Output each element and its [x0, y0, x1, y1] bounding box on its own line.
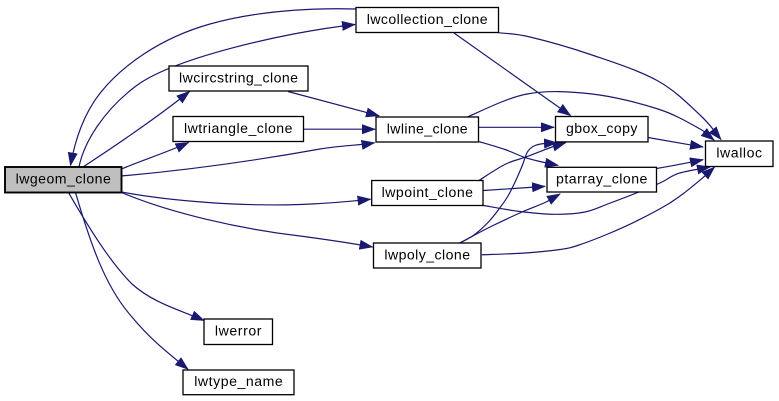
svg-text:lwerror: lwerror	[215, 323, 262, 339]
svg-text:lwalloc: lwalloc	[716, 145, 762, 161]
svg-text:lwpoly_clone: lwpoly_clone	[384, 246, 470, 262]
svg-text:ptarray_clone: ptarray_clone	[556, 171, 648, 187]
svg-text:lwline_clone: lwline_clone	[387, 120, 468, 136]
svg-text:lwcollection_clone: lwcollection_clone	[367, 11, 488, 27]
svg-text:lwpoint_clone: lwpoint_clone	[382, 184, 474, 200]
svg-text:lwcircstring_clone: lwcircstring_clone	[179, 69, 298, 85]
svg-text:gbox_copy: gbox_copy	[566, 120, 638, 136]
svg-text:lwgeom_clone: lwgeom_clone	[16, 171, 111, 187]
svg-text:lwtype_name: lwtype_name	[194, 373, 283, 389]
svg-text:lwtriangle_clone: lwtriangle_clone	[184, 120, 293, 136]
